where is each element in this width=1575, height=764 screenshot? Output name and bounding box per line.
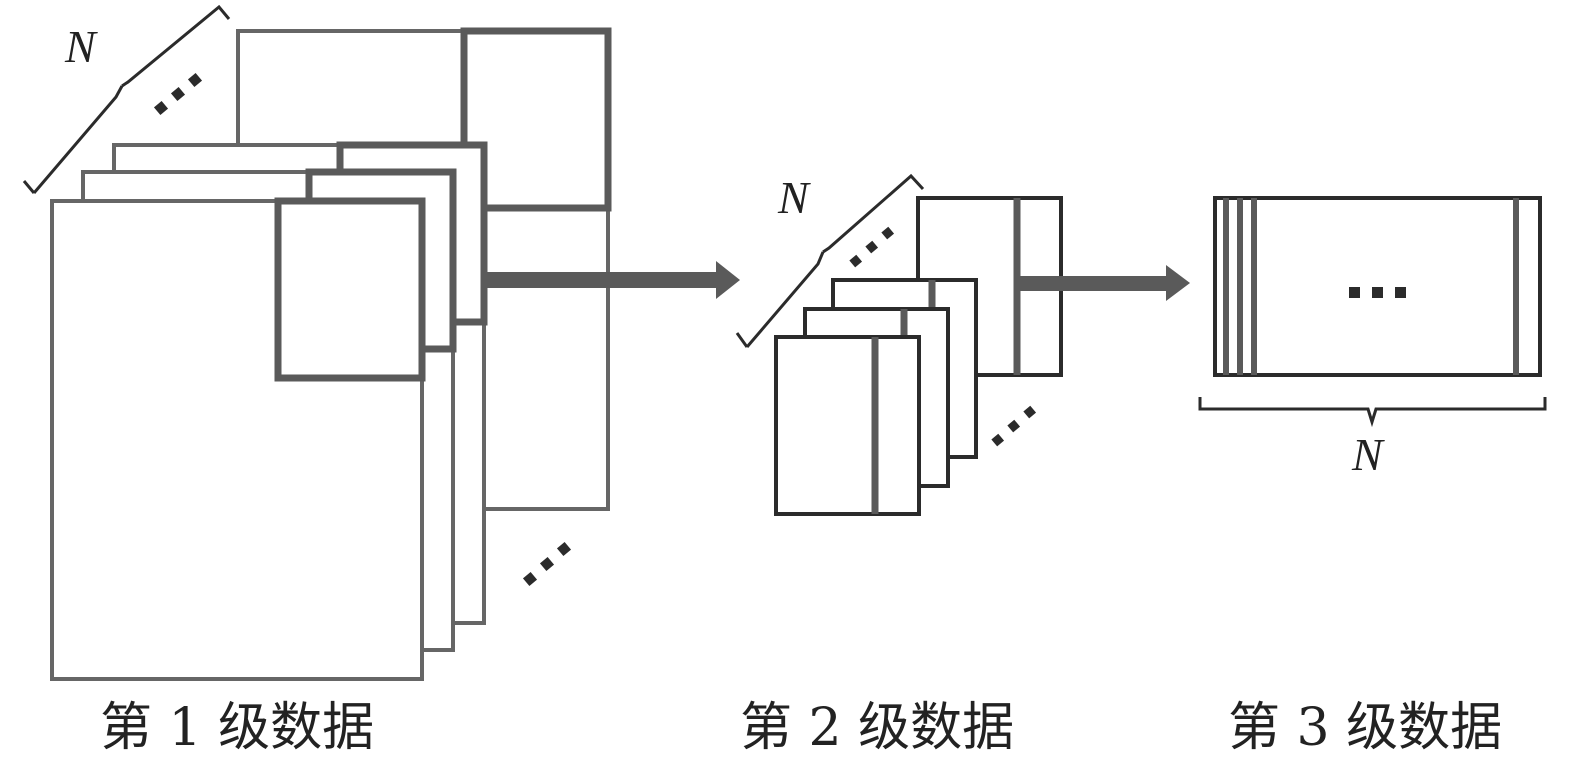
- level1-group: N: [22, 4, 612, 681]
- level3-block: [1213, 196, 1542, 377]
- level2-n-brace: [735, 173, 925, 348]
- level1-n-label: N: [64, 21, 98, 72]
- level3-column-lines: [1223, 198, 1519, 375]
- level1-caption: 第 1 级数据: [100, 698, 374, 758]
- level1-ellipsis-upper: [153, 72, 203, 116]
- level3-n-brace: [1198, 397, 1547, 428]
- level2-caption: 第 2 级数据: [740, 698, 1014, 758]
- level1-n-brace: [22, 4, 231, 194]
- level1-sheet-front: [50, 197, 426, 681]
- level2-block-front: [774, 335, 921, 516]
- level2-n-label: N: [777, 172, 811, 223]
- level2-ellipsis-lower: [991, 405, 1037, 447]
- level3-caption: 第 3 级数据: [1228, 698, 1502, 758]
- level2-group: N: [735, 172, 1063, 516]
- level2-ellipsis-upper: [849, 226, 895, 268]
- arrow-level2-to-level3: [1020, 265, 1190, 301]
- level3-ellipsis: [1349, 287, 1406, 298]
- level3-n-label: N: [1351, 429, 1385, 480]
- arrow-level1-to-level2: [486, 261, 740, 299]
- level1-ellipsis-lower: [522, 541, 572, 587]
- level3-group: N: [1198, 196, 1547, 480]
